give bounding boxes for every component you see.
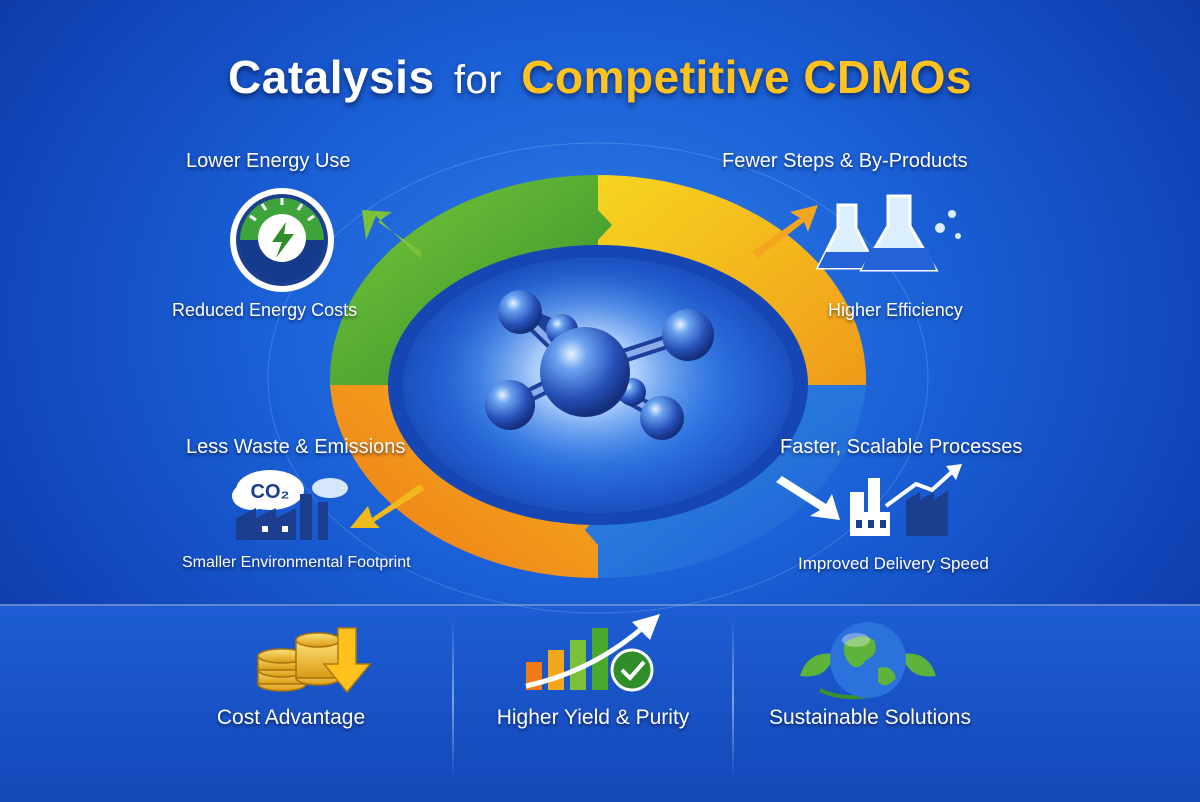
molecule-icon <box>485 290 714 440</box>
co2-text: CO₂ <box>251 481 290 503</box>
globe-leaves-icon <box>800 622 936 700</box>
flasks-icon <box>815 194 961 272</box>
factory-growth-icon <box>850 464 962 536</box>
page-title: Catalysis for Competitive CDMOs <box>0 50 1200 104</box>
benefit-label-steps: Fewer Steps & By-Products <box>722 150 968 172</box>
title-part-for: for <box>453 58 503 102</box>
bottom-label-sustainable: Sustainable Solutions <box>769 706 971 729</box>
factory-co2-icon <box>232 470 348 540</box>
bar-divider-1 <box>452 618 454 780</box>
arrow-top-right <box>752 205 818 258</box>
benefit-sub-waste: Smaller Environmental Footprint <box>182 554 411 571</box>
benefit-sub-energy: Reduced Energy Costs <box>172 300 358 320</box>
light-rays <box>267 142 929 614</box>
energy-gauge-icon <box>230 188 334 292</box>
benefit-label-waste: Less Waste & Emissions <box>186 436 406 458</box>
benefit-sub-steps: Higher Efficiency <box>828 300 963 320</box>
bottom-label-yield: Higher Yield & Purity <box>496 706 690 729</box>
title-part-catalysis: Catalysis <box>228 51 435 103</box>
benefit-sub-faster: Improved Delivery Speed <box>798 554 989 573</box>
arrow-top-left <box>362 210 422 258</box>
bar-divider-2 <box>732 618 734 780</box>
arrow-bottom-right <box>776 476 840 520</box>
benefit-label-faster: Faster, Scalable Processes <box>780 436 1023 458</box>
title-part-cdmos: Competitive CDMOs <box>521 51 972 103</box>
growth-chart-check-icon <box>525 614 660 692</box>
bottom-label-cost: Cost Advantage <box>216 706 366 729</box>
arrow-bottom-left <box>350 484 424 528</box>
coins-down-icon <box>257 627 372 694</box>
benefit-label-energy: Lower Energy Use <box>186 150 351 172</box>
